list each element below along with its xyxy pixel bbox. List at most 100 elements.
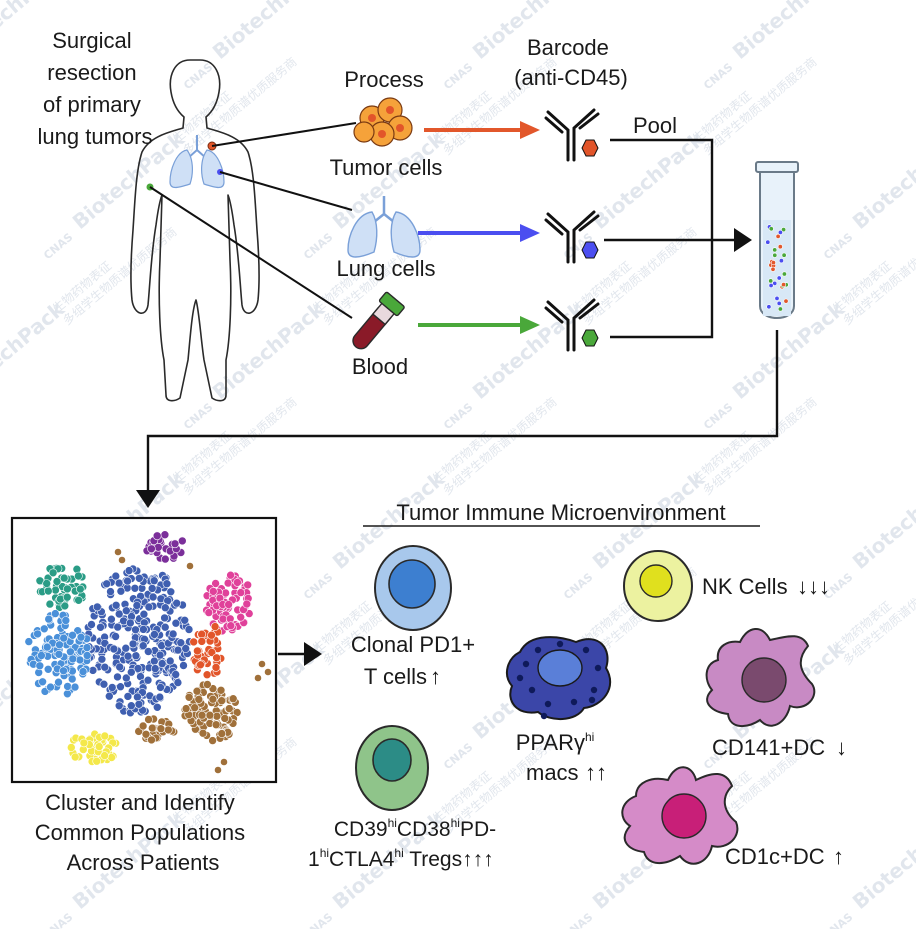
cluster-point-teal	[45, 599, 55, 609]
cluster-point-brown	[194, 695, 204, 704]
cluster-point-blue	[116, 682, 125, 692]
pooled-cell-dot	[765, 239, 771, 245]
cluster-point-teal	[74, 571, 83, 581]
cluster-point-lightblue	[68, 654, 78, 664]
cluster-point-teal	[59, 573, 69, 583]
macrophage-granule	[534, 646, 542, 654]
cluster-point-blue	[139, 609, 149, 619]
cluster-point-lightblue	[37, 651, 46, 660]
cluster-point-yellow	[100, 731, 110, 741]
watermark-cnas: CNAS	[701, 60, 735, 92]
cd1c-trend: ↑	[833, 844, 844, 869]
cluster-point-blue	[109, 644, 119, 654]
cluster-point-lightblue	[63, 682, 72, 691]
cluster-point-brown	[217, 696, 226, 706]
cd1c-label: CD1c+DC	[725, 844, 825, 869]
cluster-point-lightblue	[75, 655, 85, 665]
cluster-point-blue	[155, 650, 165, 660]
cluster-point-blue	[113, 672, 122, 682]
cluster-point-lightblue	[78, 667, 88, 676]
watermark-brand: BiotechPack	[848, 126, 916, 233]
pooled-cell-dot	[781, 271, 787, 277]
process-label: Process	[344, 67, 423, 92]
cluster-point-blue	[99, 679, 109, 689]
cluster-point-lightblue	[55, 640, 64, 650]
watermark-cnas: CNAS	[301, 910, 335, 929]
cluster-point-blue	[150, 664, 160, 673]
cluster-point-blue	[173, 678, 183, 687]
cluster-point-pink	[224, 600, 233, 609]
lung-connector	[219, 171, 353, 211]
cluster-point-blue	[123, 651, 133, 661]
watermark-brand: BiotechPack	[848, 806, 916, 913]
cluster-point-pink	[236, 612, 245, 622]
watermark-cnas: CNAS	[181, 400, 215, 432]
pooled-cell-dot	[770, 266, 776, 272]
cluster-point-lightblue	[68, 630, 77, 640]
pd1-label-line1: Clonal PD1+	[351, 632, 475, 657]
cluster-point-blue	[148, 592, 158, 602]
macrophage-granule	[556, 640, 564, 648]
cluster-point-orange	[207, 630, 216, 640]
cluster-point-blue	[127, 667, 136, 677]
sample-label-lung: Lung cells	[336, 256, 435, 281]
cluster-point-brown	[205, 710, 215, 720]
cluster-point-pink	[226, 621, 236, 631]
cluster-point-orange	[193, 646, 202, 656]
pooled-cell-dot	[777, 229, 783, 235]
cluster-point-pink	[242, 599, 252, 609]
watermark-cnas: CNAS	[701, 400, 735, 432]
cluster-point-brown	[181, 704, 191, 713]
tme-arrowhead	[304, 642, 322, 666]
cluster-point-brown	[114, 548, 122, 556]
cluster-point-teal	[62, 592, 72, 602]
cluster-point-lightblue	[50, 609, 60, 618]
cluster-point-blue	[160, 613, 169, 623]
watermark-brand: BiotechPack	[848, 466, 916, 573]
cluster-point-brown	[118, 556, 126, 564]
down-arrowhead	[136, 490, 160, 508]
tumor-cells-icon	[353, 97, 413, 147]
cluster-point-purple	[154, 542, 163, 552]
pool-label: Pool	[633, 113, 677, 138]
pooled-cell-dot	[777, 244, 783, 250]
cluster-point-blue	[124, 566, 134, 575]
pooled-cell-dot	[783, 298, 789, 304]
cluster-point-blue	[157, 659, 167, 668]
cluster-point-blue	[107, 683, 117, 692]
lung-arrow	[418, 224, 540, 242]
sample-label-blood: Blood	[352, 354, 408, 379]
barcode-label: Barcode (anti-CD45)	[514, 35, 628, 90]
treg-cell-icon	[355, 725, 429, 811]
watermark-cnas: CNAS	[301, 570, 335, 602]
cluster-point-blue	[173, 645, 183, 655]
cluster-point-brown	[198, 728, 208, 738]
watermark-cnas: CNAS	[301, 230, 335, 262]
cluster-point-lightblue	[38, 677, 47, 687]
cluster-point-blue	[131, 625, 140, 635]
cluster-point-blue	[113, 622, 122, 632]
cluster-point-blue	[100, 662, 110, 672]
cluster-point-blue	[131, 651, 141, 661]
cluster-point-teal	[48, 568, 58, 578]
watermark-cnas: CNAS	[41, 910, 75, 929]
cluster-point-orange	[211, 663, 221, 672]
antibody-tumor-icon	[544, 108, 600, 162]
cluster-point-brown	[186, 562, 194, 570]
cluster-point-purple	[178, 536, 187, 546]
pooled-cell-dot	[766, 304, 772, 310]
lung-cells-icon	[347, 196, 421, 258]
cluster-point-blue	[133, 692, 142, 702]
cluster-point-pink	[211, 579, 220, 588]
pooled-cell-dot	[772, 247, 778, 253]
cluster-point-orange	[212, 653, 221, 663]
cluster-point-blue	[162, 579, 172, 589]
cluster-point-blue	[116, 586, 126, 596]
watermark-cnas: CNAS	[181, 60, 215, 92]
cluster-point-brown	[225, 704, 234, 713]
cluster-point-blue	[166, 587, 176, 597]
antibody-blood-icon	[544, 298, 600, 352]
cd141-trend: ↓	[836, 735, 847, 760]
cluster-point-blue	[96, 622, 105, 632]
